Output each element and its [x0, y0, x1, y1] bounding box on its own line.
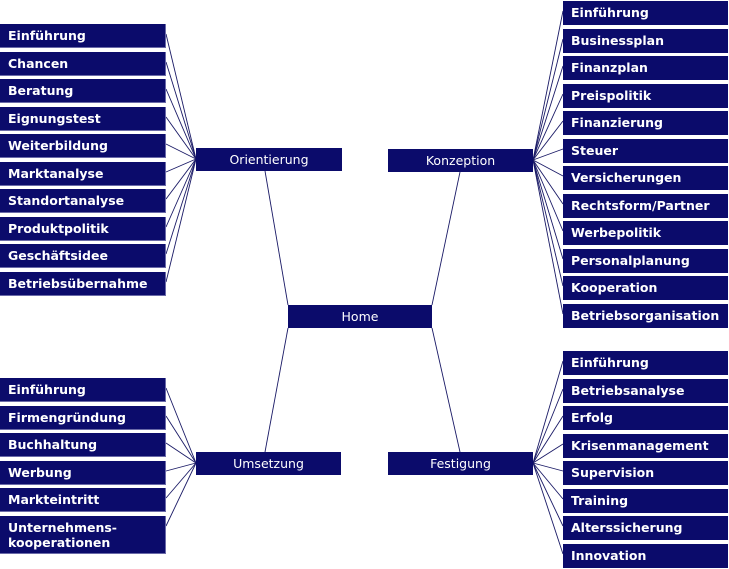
- connector-line: [431, 327, 461, 453]
- connector-line: [165, 143, 197, 160]
- connector-line: [165, 415, 197, 464]
- orientierung-item-chancen[interactable]: Chancen: [0, 52, 166, 76]
- connector-line: [431, 171, 461, 306]
- connector-line: [532, 10, 564, 161]
- connector-line: [532, 462, 564, 472]
- connector-line: [165, 88, 197, 160]
- connector-line: [165, 158, 197, 255]
- umsetzung-item-werbung[interactable]: Werbung: [0, 461, 166, 485]
- connector-line: [165, 61, 197, 160]
- festigung-item-erfolg[interactable]: Erfolg: [563, 406, 728, 430]
- connector-line: [532, 462, 564, 500]
- connector-line: [264, 170, 289, 306]
- orientierung-node[interactable]: Orientierung: [196, 148, 342, 171]
- festigung-item-krisenmanagement[interactable]: Krisenmanagement: [563, 434, 728, 458]
- connector-line: [532, 462, 564, 527]
- konzeption-item-steuer[interactable]: Steuer: [563, 139, 728, 163]
- connector-line: [532, 388, 564, 464]
- konzeption-item-personalplanung[interactable]: Personalplanung: [563, 249, 728, 273]
- connector-line: [532, 159, 564, 177]
- orientierung-item-eignungstest[interactable]: Eignungstest: [0, 107, 166, 131]
- umsetzung-item-einfuehrung[interactable]: Einführung: [0, 378, 166, 402]
- connector-line: [532, 462, 564, 555]
- orientierung-item-marktanalyse[interactable]: Marktanalyse: [0, 162, 166, 186]
- festigung-item-einfuehrung[interactable]: Einführung: [563, 351, 728, 375]
- connector-line: [165, 442, 197, 464]
- konzeption-item-kooperation[interactable]: Kooperation: [563, 276, 728, 300]
- connector-line: [532, 159, 564, 232]
- connector-line: [264, 327, 289, 453]
- connector-line: [532, 159, 564, 260]
- connector-line: [532, 415, 564, 464]
- orientierung-item-geschaeftsidee[interactable]: Geschäftsidee: [0, 244, 166, 268]
- konzeption-item-werbepolitik[interactable]: Werbepolitik: [563, 221, 728, 245]
- festigung-item-innovation[interactable]: Innovation: [563, 544, 728, 568]
- connector-line: [532, 93, 564, 161]
- konzeption-node[interactable]: Konzeption: [388, 149, 533, 172]
- connector-line: [165, 158, 197, 173]
- konzeption-item-finanzierung[interactable]: Finanzierung: [563, 111, 728, 135]
- festigung-item-alterssicherung[interactable]: Alterssicherung: [563, 516, 728, 540]
- umsetzung-item-unternehmens-kooperationen[interactable]: Unternehmens- kooperationen: [0, 516, 166, 554]
- orientierung-item-beratung[interactable]: Beratung: [0, 79, 166, 103]
- connector-line: [532, 65, 564, 161]
- connector-line: [165, 116, 197, 160]
- umsetzung-item-firmengruendung[interactable]: Firmengründung: [0, 406, 166, 430]
- connector-line: [165, 158, 197, 228]
- konzeption-item-versicherungen[interactable]: Versicherungen: [563, 166, 728, 190]
- connector-line: [532, 159, 564, 287]
- orientierung-item-weiterbildung[interactable]: Weiterbildung: [0, 134, 166, 158]
- konzeption-item-rechtsform-partner[interactable]: Rechtsform/Partner: [563, 194, 728, 218]
- connector-line: [532, 360, 564, 464]
- connector-line: [165, 158, 197, 200]
- konzeption-item-betriebsorganisation[interactable]: Betriebsorganisation: [563, 304, 728, 328]
- orientierung-item-produktpolitik[interactable]: Produktpolitik: [0, 217, 166, 241]
- connector-line: [532, 148, 564, 161]
- umsetzung-node[interactable]: Umsetzung: [196, 452, 341, 475]
- festigung-item-supervision[interactable]: Supervision: [563, 461, 728, 485]
- umsetzung-item-markteintritt[interactable]: Markteintritt: [0, 488, 166, 512]
- orientierung-item-einfuehrung[interactable]: Einführung: [0, 24, 166, 48]
- konzeption-item-finanzplan[interactable]: Finanzplan: [563, 56, 728, 80]
- festigung-item-training[interactable]: Training: [563, 489, 728, 513]
- connector-line: [165, 33, 197, 160]
- connector-line: [165, 462, 197, 527]
- connector-line: [165, 387, 197, 464]
- connector-line: [165, 462, 197, 472]
- orientierung-item-standortanalyse[interactable]: Standortanalyse: [0, 189, 166, 213]
- konzeption-item-businessplan[interactable]: Businessplan: [563, 29, 728, 53]
- konzeption-item-einfuehrung[interactable]: Einführung: [563, 1, 728, 25]
- orientierung-item-betriebsuebernahme[interactable]: Betriebsübernahme: [0, 272, 166, 296]
- festigung-node[interactable]: Festigung: [388, 452, 533, 475]
- connector-line: [532, 38, 564, 161]
- connector-line: [165, 158, 197, 283]
- konzeption-item-preispolitik[interactable]: Preispolitik: [563, 84, 728, 108]
- connector-line: [532, 120, 564, 161]
- home-node[interactable]: Home: [288, 305, 432, 328]
- umsetzung-item-buchhaltung[interactable]: Buchhaltung: [0, 433, 166, 457]
- connector-line: [532, 159, 564, 205]
- connector-line: [532, 443, 564, 464]
- festigung-item-betriebsanalyse[interactable]: Betriebsanalyse: [563, 379, 728, 403]
- connector-line: [532, 159, 564, 315]
- connector-line: [165, 462, 197, 499]
